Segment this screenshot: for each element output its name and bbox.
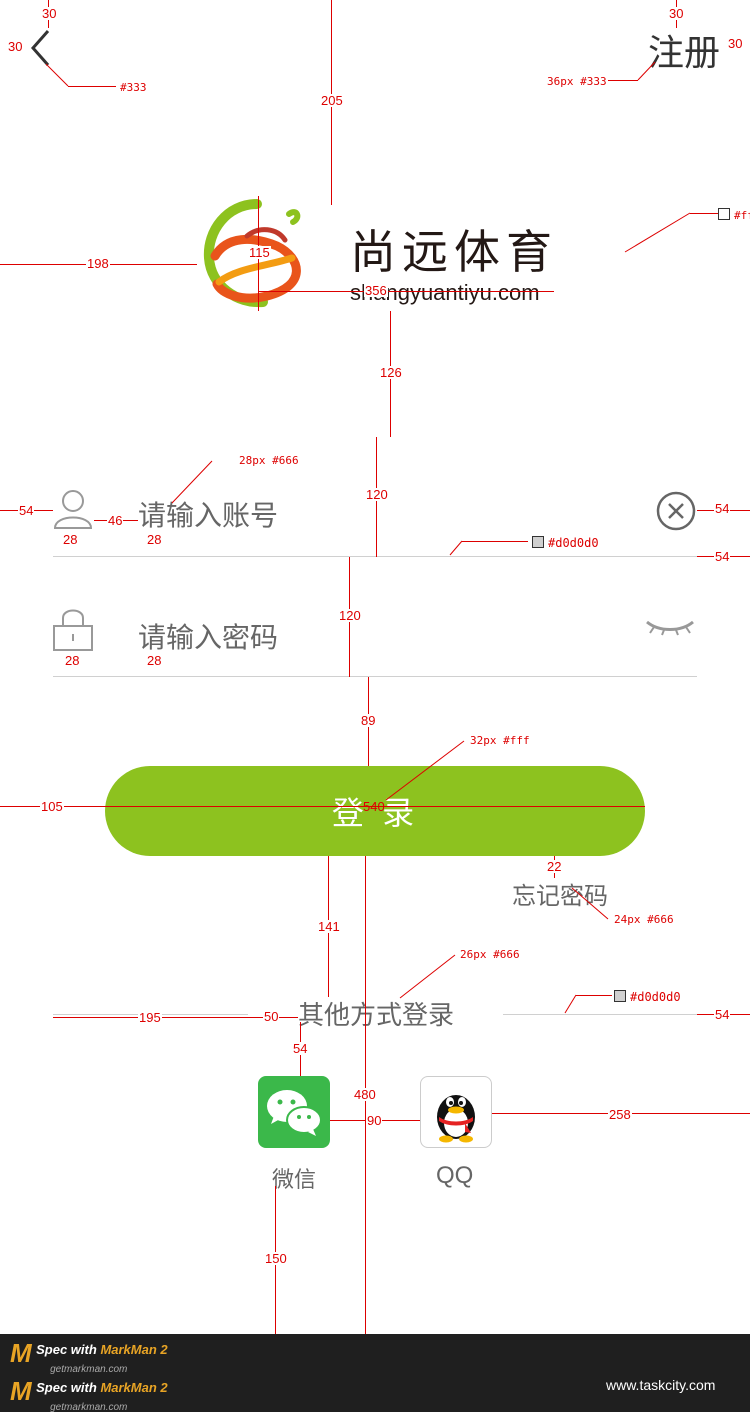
brand-swirl-logo [203, 199, 301, 308]
brand-name: 尚远体育 [350, 225, 558, 279]
user-icon [52, 488, 94, 530]
other-login-right-divider [503, 1014, 697, 1015]
register-link[interactable]: 注册 [648, 33, 721, 74]
wechat-icon [267, 1090, 322, 1136]
back-button[interactable] [28, 28, 56, 68]
wechat-label: 微信 [272, 1168, 317, 1193]
lock-icon [52, 606, 94, 652]
clear-circle-icon [656, 491, 696, 531]
password-input[interactable]: 请输入密码 [138, 621, 279, 654]
password-visibility-toggle[interactable] [644, 616, 696, 636]
markman-watermark: M Spec with MarkMan 2 getmarkman.com [10, 1376, 168, 1413]
login-button[interactable]: 登 录 [105, 766, 645, 856]
account-divider [53, 556, 697, 557]
password-divider [53, 676, 697, 677]
other-login-title: 其他方式登录 [298, 1001, 455, 1031]
chevron-left-icon [30, 30, 50, 66]
qq-penguin-icon [437, 1095, 475, 1143]
wechat-login-button[interactable] [258, 1076, 330, 1148]
markman-watermark: M Spec with MarkMan 2 getmarkman.com [10, 1338, 168, 1375]
qq-login-button[interactable] [420, 1076, 492, 1148]
site-url: www.taskcity.com [606, 1377, 716, 1393]
account-input[interactable]: 请输入账号 [138, 499, 279, 532]
qq-label: QQ [436, 1162, 474, 1189]
brand-logo [197, 196, 317, 311]
footer-bar [0, 1334, 750, 1412]
clear-input-button[interactable] [656, 491, 696, 531]
eye-closed-icon [646, 620, 694, 636]
